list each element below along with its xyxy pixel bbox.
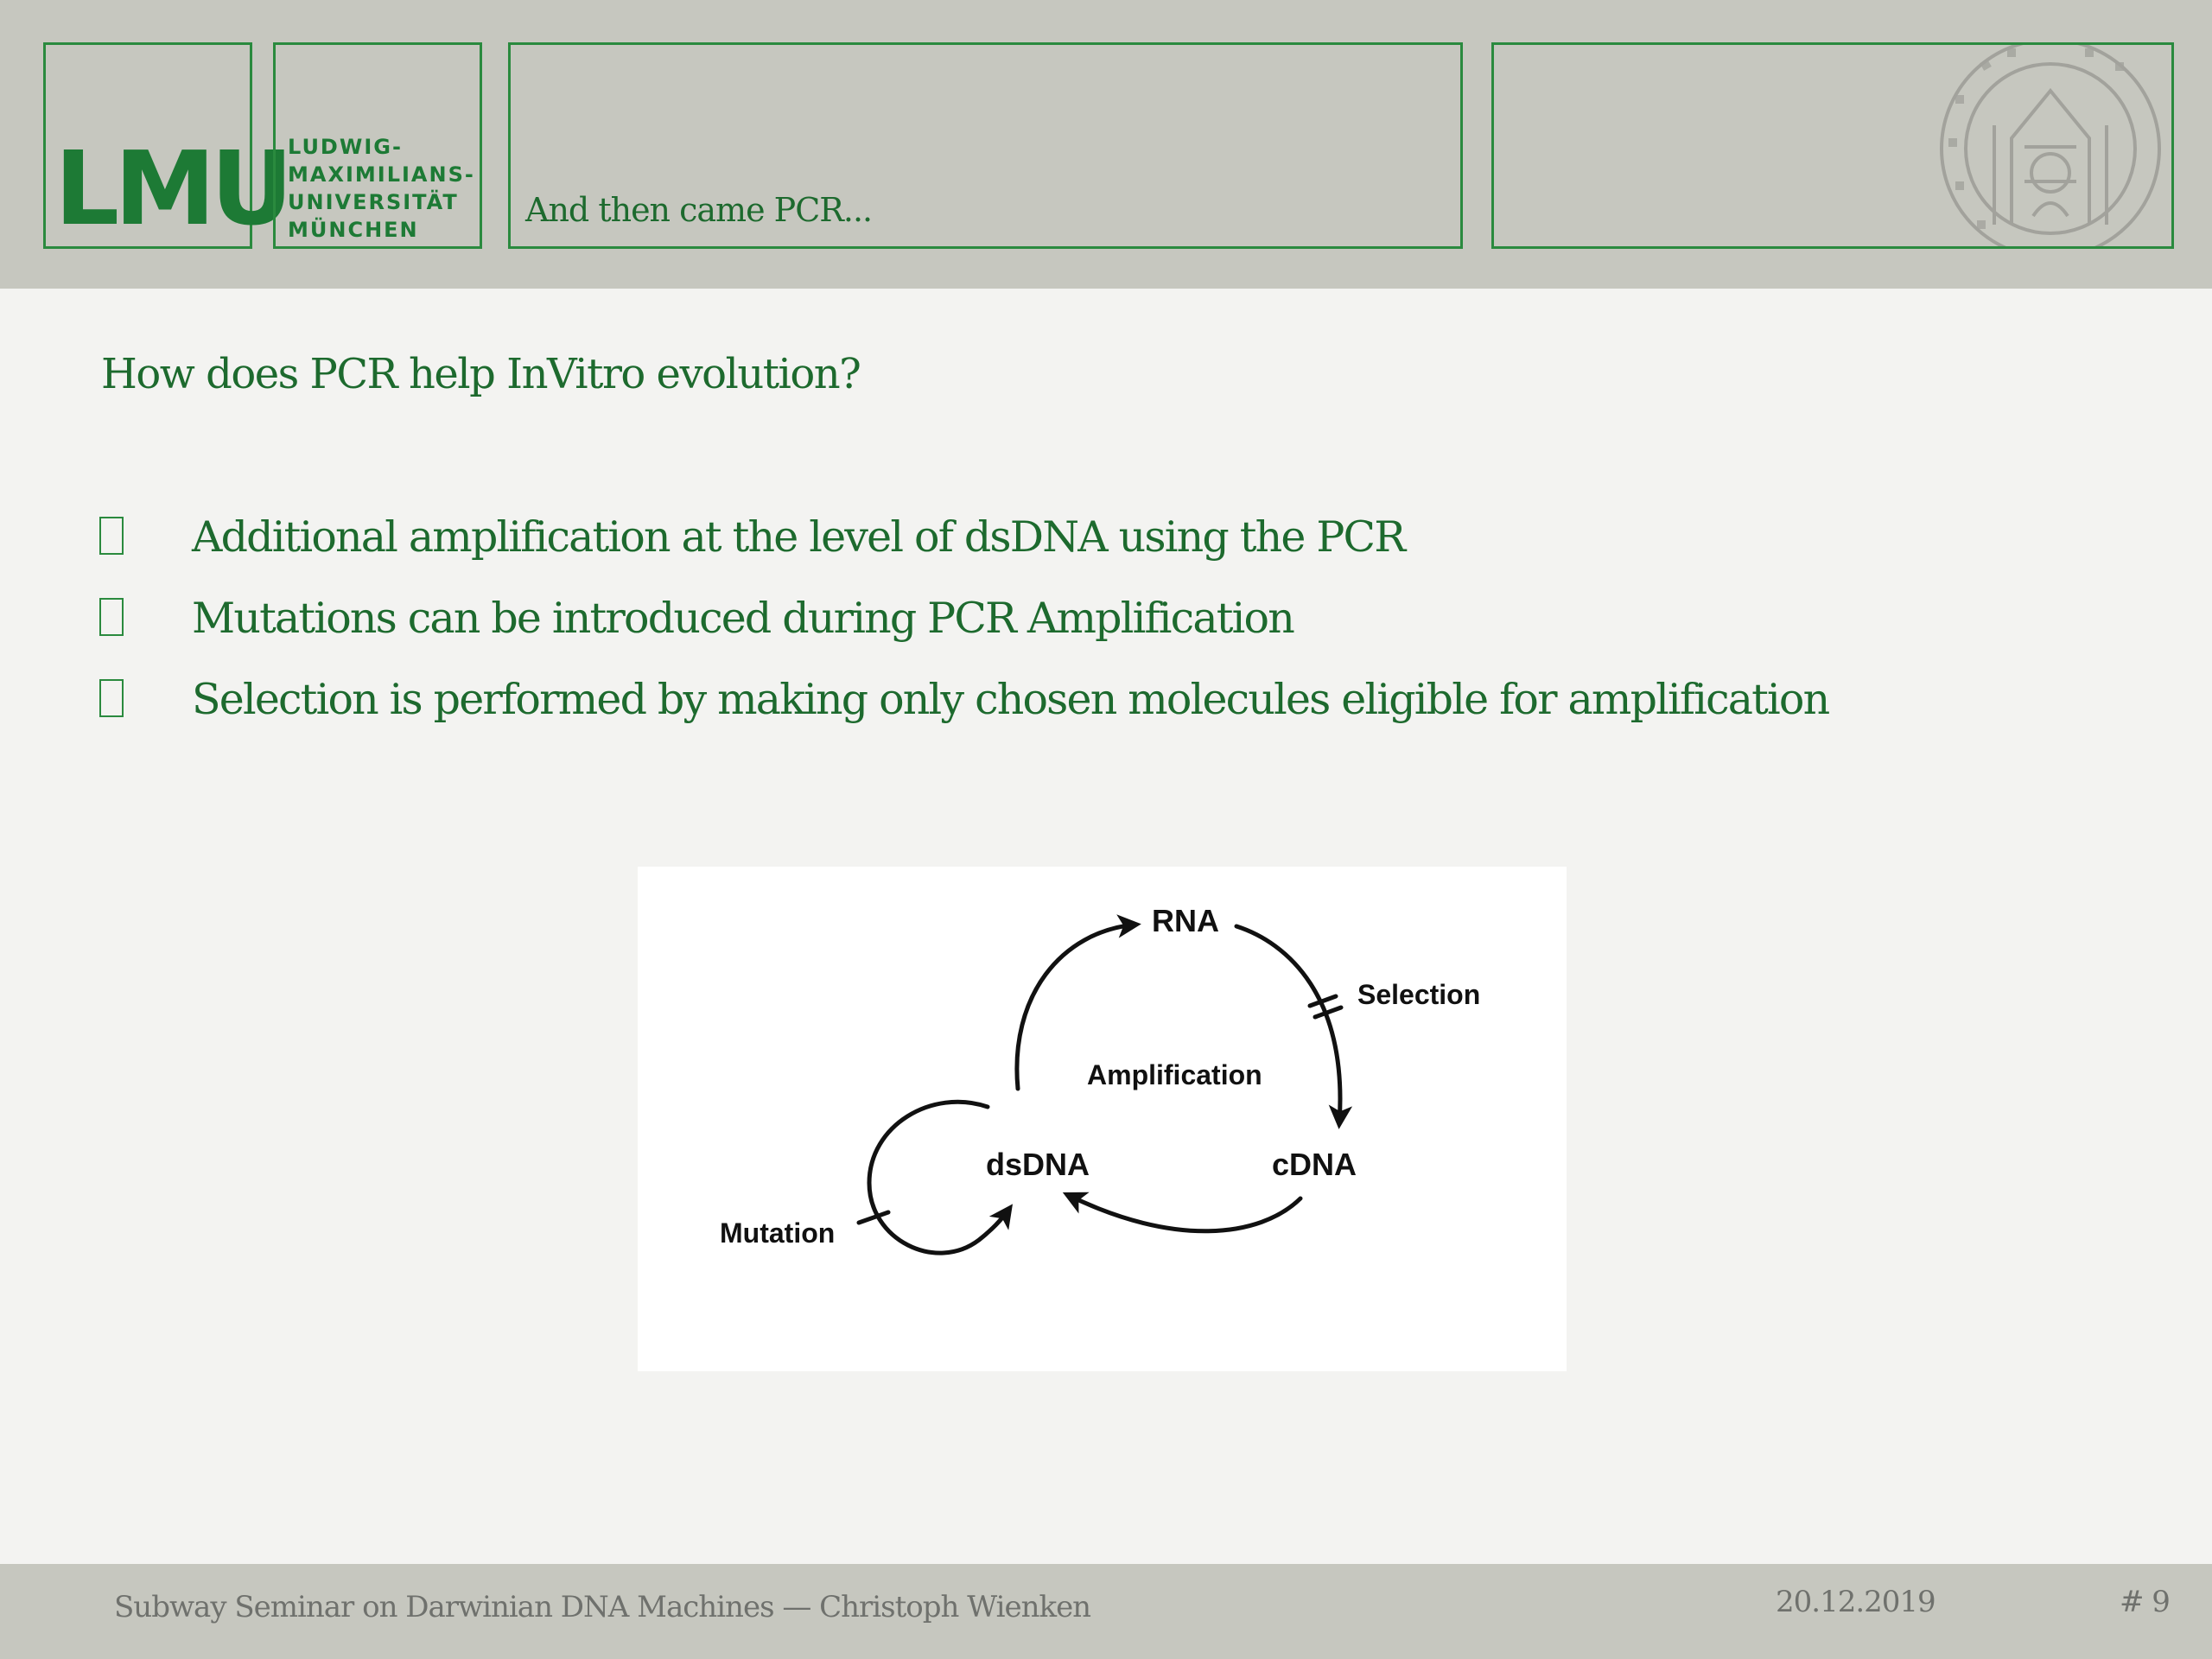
- footer-seminar: Subway Seminar on Darwinian DNA Machines…: [114, 1590, 1091, 1624]
- bullet-text: Mutations can be introduced during PCR A…: [192, 594, 1295, 643]
- page-number: # 9: [2120, 1585, 2171, 1619]
- amplification-arrow: [1014, 914, 1141, 1091]
- cycle-arrows: [856, 914, 1353, 1255]
- mutation-label: Mutation: [720, 1217, 836, 1249]
- selection-arrow: [1234, 924, 1353, 1129]
- bullet-text: Additional amplification at the level of…: [192, 512, 1406, 562]
- lmu-logo: LMU: [43, 42, 293, 249]
- university-name-line: MAXIMILIANS-: [288, 162, 475, 187]
- seal-box: [1491, 42, 2174, 249]
- reverse-transcription-arrow: [1062, 1192, 1303, 1234]
- selection-label: Selection: [1357, 979, 1481, 1010]
- selection-bar-1: [1307, 994, 1338, 1008]
- footer-date: 20.12.2019: [1776, 1585, 1936, 1619]
- slide-footer: Subway Seminar on Darwinian DNA Machines…: [0, 1564, 2212, 1659]
- mutation-tick: [856, 1210, 891, 1225]
- bullet-square-icon: [99, 598, 124, 636]
- slide-title-box: And then came PCR...: [508, 42, 1463, 249]
- amplification-label: Amplification: [1087, 1059, 1262, 1090]
- slide-question: How does PCR help InVitro evolution?: [101, 350, 861, 398]
- slide-header: LMU LUDWIG- MAXIMILIANS- UNIVERSITÄT MÜN…: [0, 0, 2212, 289]
- university-name-box: LUDWIG- MAXIMILIANS- UNIVERSITÄT MÜNCHEN: [273, 42, 482, 249]
- rna-label: RNA: [1152, 903, 1219, 938]
- logo-text: LMU: [54, 129, 293, 248]
- slide-title: And then came PCR...: [525, 191, 873, 229]
- university-name-line: LUDWIG-: [288, 135, 403, 159]
- mutation-loop-arrow: [867, 1099, 1013, 1255]
- selection-bar-2: [1313, 1005, 1344, 1020]
- university-name: LUDWIG- MAXIMILIANS- UNIVERSITÄT MÜNCHEN: [288, 133, 475, 244]
- bullet-text: Selection is performed by making only ch…: [192, 675, 1830, 724]
- dsdna-label: dsDNA: [986, 1147, 1090, 1182]
- bullet-square-icon: [99, 517, 124, 555]
- evolution-cycle-diagram: RNA Selection Amplification dsDNA cDNA M…: [638, 867, 1567, 1371]
- university-name-line: MÜNCHEN: [288, 218, 419, 242]
- bullet-square-icon: [99, 679, 124, 717]
- cdna-label: cDNA: [1272, 1147, 1357, 1182]
- university-seal-icon: [1940, 45, 2161, 246]
- university-name-line: UNIVERSITÄT: [288, 190, 459, 214]
